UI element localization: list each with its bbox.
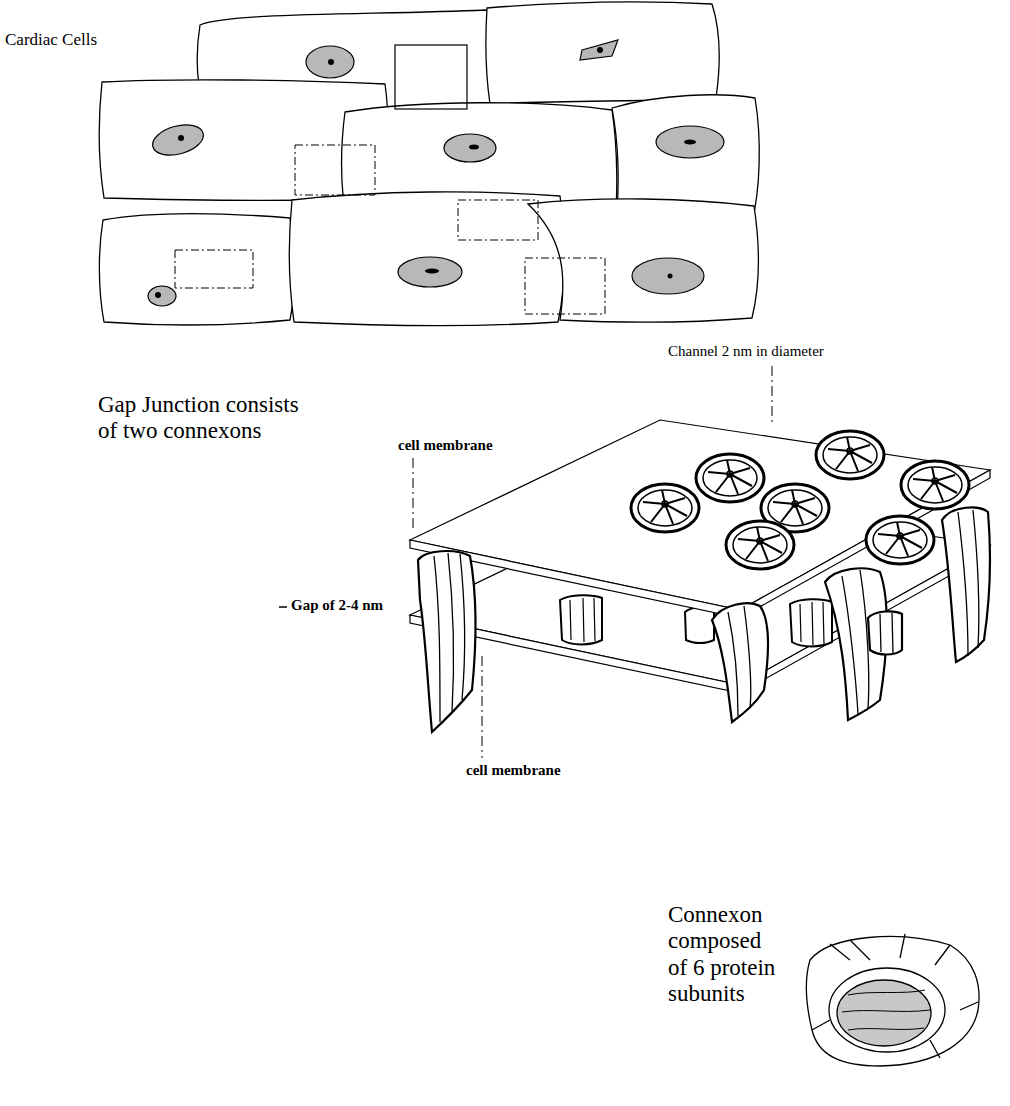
- cardiac-cells: [99, 2, 759, 326]
- channels: [631, 431, 969, 569]
- channel-label: Channel 2 nm in diameter: [668, 343, 824, 360]
- connexon-figure: [806, 934, 979, 1066]
- gap-label: Gap of 2-4 nm: [291, 597, 383, 614]
- figure-label: Cardiac Cells: [5, 30, 97, 50]
- nuclei: [148, 40, 724, 306]
- connexon-ribbons-front: [418, 507, 990, 732]
- upper-membrane: [410, 420, 990, 618]
- nucleoli: [155, 47, 696, 298]
- membrane-label: cell membrane: [466, 762, 561, 779]
- membrane-label: cell membrane: [398, 437, 493, 454]
- leader-lines: [279, 366, 772, 758]
- section-label: Connexon composed of 6 protein subunits: [668, 902, 780, 1008]
- section-label: Gap Junction consists of two connexons: [98, 392, 323, 445]
- zoom-box: [395, 45, 467, 109]
- junction-boxes: [175, 145, 605, 314]
